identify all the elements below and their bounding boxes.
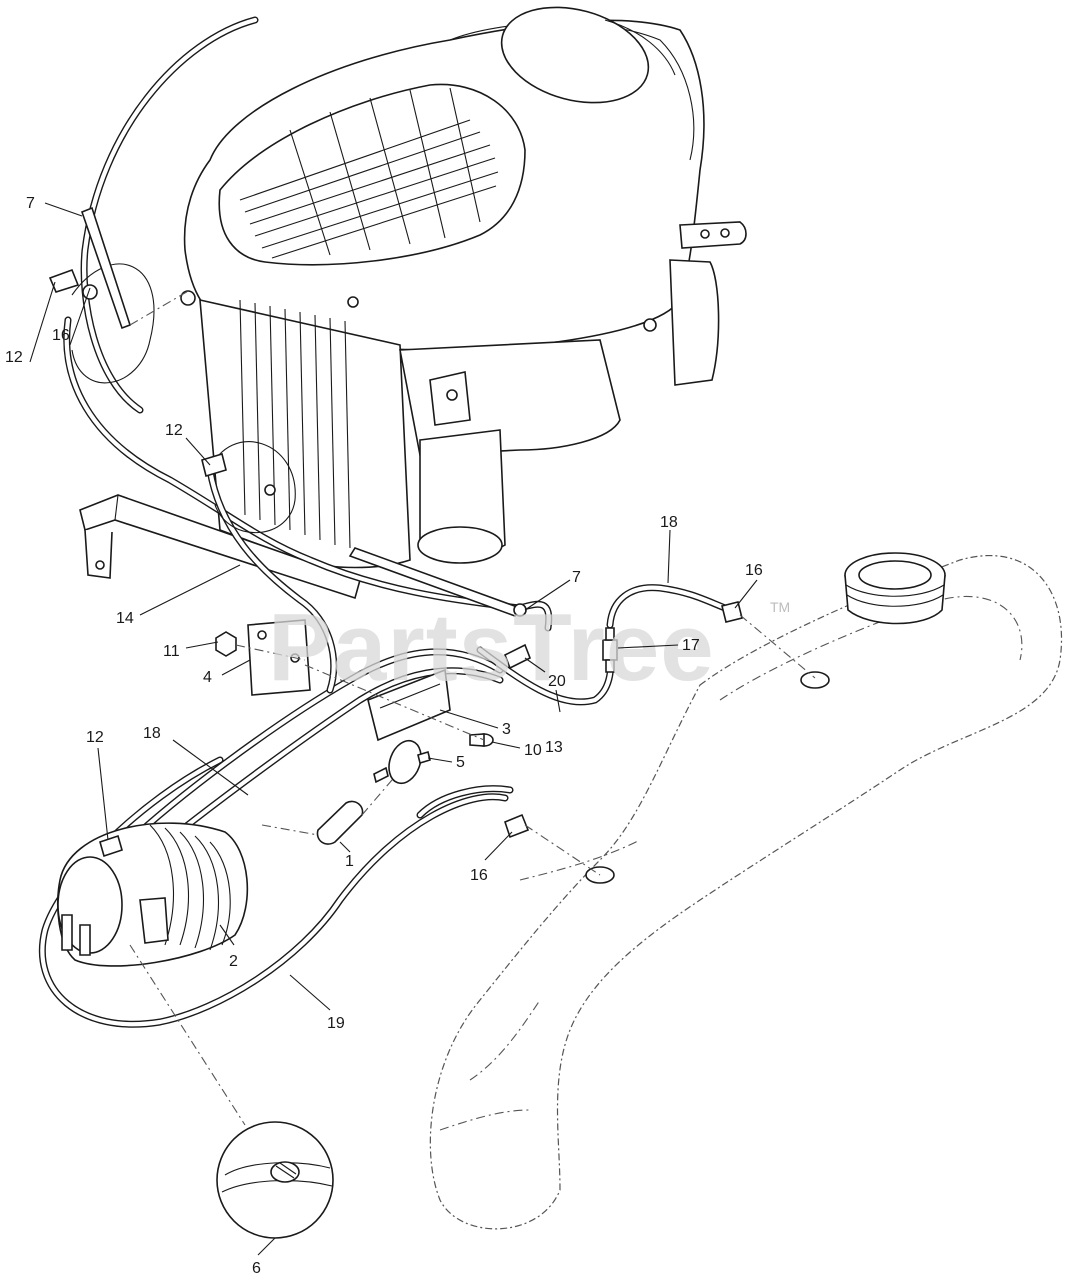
leader-lines [29,202,758,1256]
callout-1: 1 [345,853,354,870]
callout-6: 6 [252,1260,261,1277]
fitting-20 [503,643,532,670]
callout-12-middle: 12 [165,422,183,439]
clip-12-mid [201,452,227,478]
callout-labels: 7 16 12 12 14 11 4 18 16 7 17 20 3 13 10… [5,195,763,1277]
engine [180,6,747,569]
clip-12-lower [99,834,123,858]
callout-16-lower: 16 [470,867,488,884]
tee-17 [602,627,618,673]
cable-tie-lower [348,547,522,617]
hose-clamp-lower [504,813,530,839]
canister-2 [57,822,249,967]
callout-19: 19 [327,1015,345,1032]
callout-12-lower: 12 [86,729,104,746]
callout-5: 5 [456,754,465,771]
callout-16-upper: 16 [52,327,70,344]
clip-12-upper [48,268,80,293]
callout-7-lower: 7 [572,569,581,586]
watermark-text: PartsTree [268,594,715,701]
callout-14: 14 [116,610,134,627]
callout-17: 17 [682,637,700,654]
grille-slats [239,87,499,259]
detail-6 [216,1121,334,1239]
hose-clamp-upper [82,284,98,300]
callout-18-upper: 18 [660,514,678,531]
callout-16-right: 16 [745,562,763,579]
hose-clamp-right [721,601,743,623]
callout-4: 4 [203,669,212,686]
nut-11 [215,631,237,657]
callout-13: 13 [545,739,563,756]
callout-2: 2 [229,953,238,970]
phantom-lines [129,289,816,1126]
valve-5 [373,739,431,785]
callout-7-upper: 7 [26,195,35,212]
fuel-tank [429,552,1062,1230]
callout-12-upper: 12 [5,349,23,366]
callout-11: 11 [163,643,180,660]
callout-10: 10 [524,742,542,759]
callout-20: 20 [548,673,566,690]
watermark-trademark: TM [770,599,790,615]
bracket-3 [367,668,451,742]
callout-3: 3 [502,721,511,738]
bolt-10 [469,733,494,747]
tube-1 [316,800,364,845]
filler-neck [844,552,946,625]
frame-rail [79,494,361,600]
callout-18-lower: 18 [143,725,161,742]
